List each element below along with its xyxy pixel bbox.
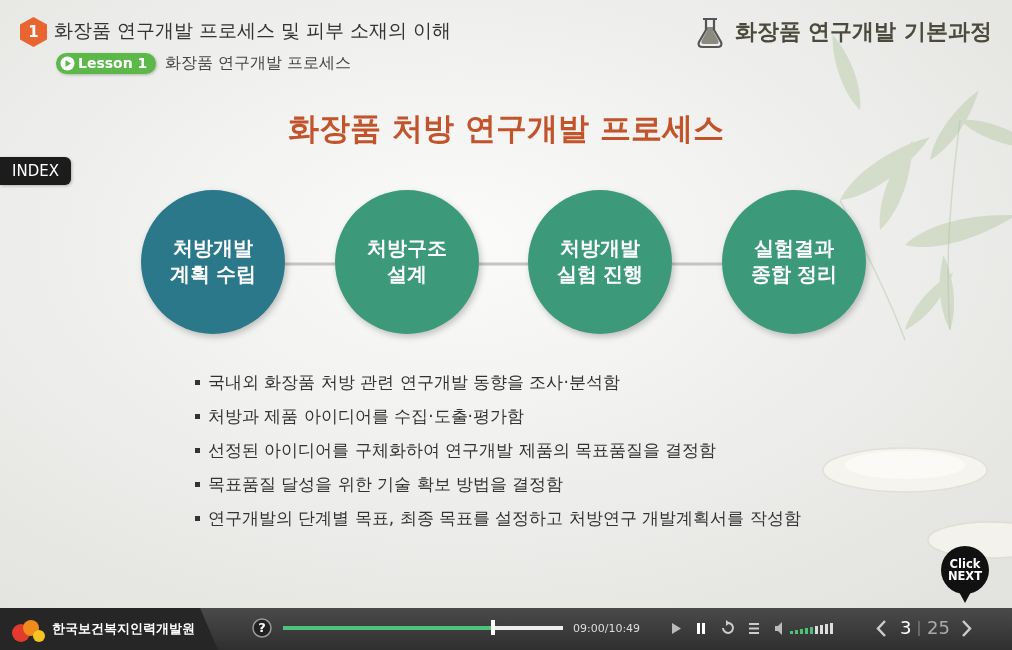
dish xyxy=(823,448,987,492)
process-circle: 처방구조 설계 xyxy=(335,190,479,334)
cream-dish-decoration xyxy=(823,448,1012,558)
volume-icon xyxy=(775,622,782,635)
node-text: Lesson 1 xyxy=(78,55,147,72)
volume-bar xyxy=(815,626,818,634)
volume-bar xyxy=(810,627,813,634)
circle-outline xyxy=(141,190,285,334)
menu-icon xyxy=(749,624,759,633)
volume-bar xyxy=(790,631,793,634)
process-circle-shape xyxy=(141,190,285,334)
process-connector xyxy=(672,263,722,266)
circle-outline xyxy=(941,546,989,594)
circle-outline xyxy=(528,190,672,334)
bullet-text: 연구개발의 단계별 목표, 최종 목표를 설정하고 처방연구 개발계획서를 작성… xyxy=(208,508,801,528)
node-text: 1 xyxy=(28,23,38,41)
bullet-marker xyxy=(195,414,200,419)
index-tab: INDEX xyxy=(0,157,71,185)
menu-line xyxy=(749,628,759,630)
bullet-marker xyxy=(195,380,200,385)
volume-bar xyxy=(795,630,798,634)
cream xyxy=(845,451,965,479)
next-chevron xyxy=(963,621,970,636)
circle-outline xyxy=(335,190,479,334)
bullet-marker xyxy=(195,482,200,487)
process-circle-shape xyxy=(722,190,866,334)
page-separator xyxy=(918,621,920,636)
process-circle: 실험결과 종합 정리 xyxy=(722,190,866,334)
node-text: 실험결과 종합 정리 xyxy=(732,236,856,287)
play-icon xyxy=(672,623,681,634)
volume-level xyxy=(790,623,833,634)
bullet-text: 처방과 제품 아이디어를 수집·도출·평가함 xyxy=(208,406,524,426)
hexagon-outline xyxy=(20,17,47,47)
course-name: 화장품 연구개발 기본과정 xyxy=(735,18,992,44)
lesson-pill: Lesson 1 xyxy=(56,53,156,74)
bar-fill xyxy=(0,608,1012,650)
process-circle: 처방개발 실험 진행 xyxy=(528,190,672,334)
logo-shape xyxy=(33,630,45,642)
stem xyxy=(948,120,960,330)
leaf xyxy=(937,255,957,331)
bullet-text: 선정된 아이디어를 구체화하여 연구개발 제품의 목표품질을 결정함 xyxy=(208,440,716,460)
bullet-marker xyxy=(195,448,200,453)
help-button: ? xyxy=(252,618,272,638)
volume-bar xyxy=(825,624,828,634)
progress-thumb xyxy=(491,620,495,635)
node-text: Click NEXT xyxy=(945,558,985,582)
process-circle-shape xyxy=(335,190,479,334)
bullet-text: 국내외 화장품 처방 관련 연구개발 동향을 조사·분석함 xyxy=(208,372,620,392)
flask-outline xyxy=(699,19,722,47)
node-text: ? xyxy=(258,620,266,636)
menu-line xyxy=(749,632,759,634)
chapter-title: 화장품 연구개발 프로세스 및 피부 소재의 이해 xyxy=(54,19,451,42)
replay-icon xyxy=(726,620,730,626)
menu-line xyxy=(749,623,759,625)
volume-bar xyxy=(800,629,803,634)
time-display: 09:00/10:49 xyxy=(573,622,640,635)
logo-panel xyxy=(0,608,218,650)
player-bar xyxy=(0,608,1012,650)
next-button: Click NEXT xyxy=(941,546,989,594)
leaf xyxy=(957,113,1012,156)
node-text: 처방개발 실험 진행 xyxy=(538,236,662,287)
icon-triangle xyxy=(66,60,72,67)
icon-circle xyxy=(61,57,75,71)
process-circle-shape xyxy=(528,190,672,334)
current-page: 3 xyxy=(900,617,911,639)
play-circle-icon xyxy=(60,56,75,71)
bullet-markers xyxy=(195,380,200,521)
leaf xyxy=(826,32,867,112)
circle-outline xyxy=(722,190,866,334)
leaf xyxy=(902,205,1012,255)
slide-title: 화장품 처방 연구개발 프로세스 xyxy=(0,108,1012,150)
prev-chevron xyxy=(878,621,885,636)
circle-outline xyxy=(253,619,271,637)
org-name: 한국보건복지인력개발원 xyxy=(52,621,195,637)
pause-icon xyxy=(702,623,705,634)
bullet-text: 목표품질 달성을 위한 기술 확보 방법을 결정함 xyxy=(208,474,563,494)
pause-icon xyxy=(697,623,700,634)
progress-fill xyxy=(283,626,494,630)
bullet-marker xyxy=(195,516,200,521)
volume-bar xyxy=(820,625,823,634)
total-pages: 25 xyxy=(927,617,950,639)
background-fill xyxy=(0,0,1012,608)
node-text: 처방개발 계획 수립 xyxy=(151,236,275,287)
leaf xyxy=(872,138,921,233)
node-text: INDEX xyxy=(12,162,59,180)
chapter-badge: 1 xyxy=(20,17,47,47)
process-connector xyxy=(285,263,335,266)
node-text: 처방구조 설계 xyxy=(345,236,469,287)
progress-track xyxy=(283,626,563,630)
volume-bar xyxy=(805,628,808,634)
process-circle: 처방개발 계획 수립 xyxy=(141,190,285,334)
lesson-title: 화장품 연구개발 프로세스 xyxy=(165,54,351,73)
flask-icon xyxy=(699,19,722,47)
process-connector xyxy=(479,263,528,266)
volume-bar xyxy=(830,623,833,634)
